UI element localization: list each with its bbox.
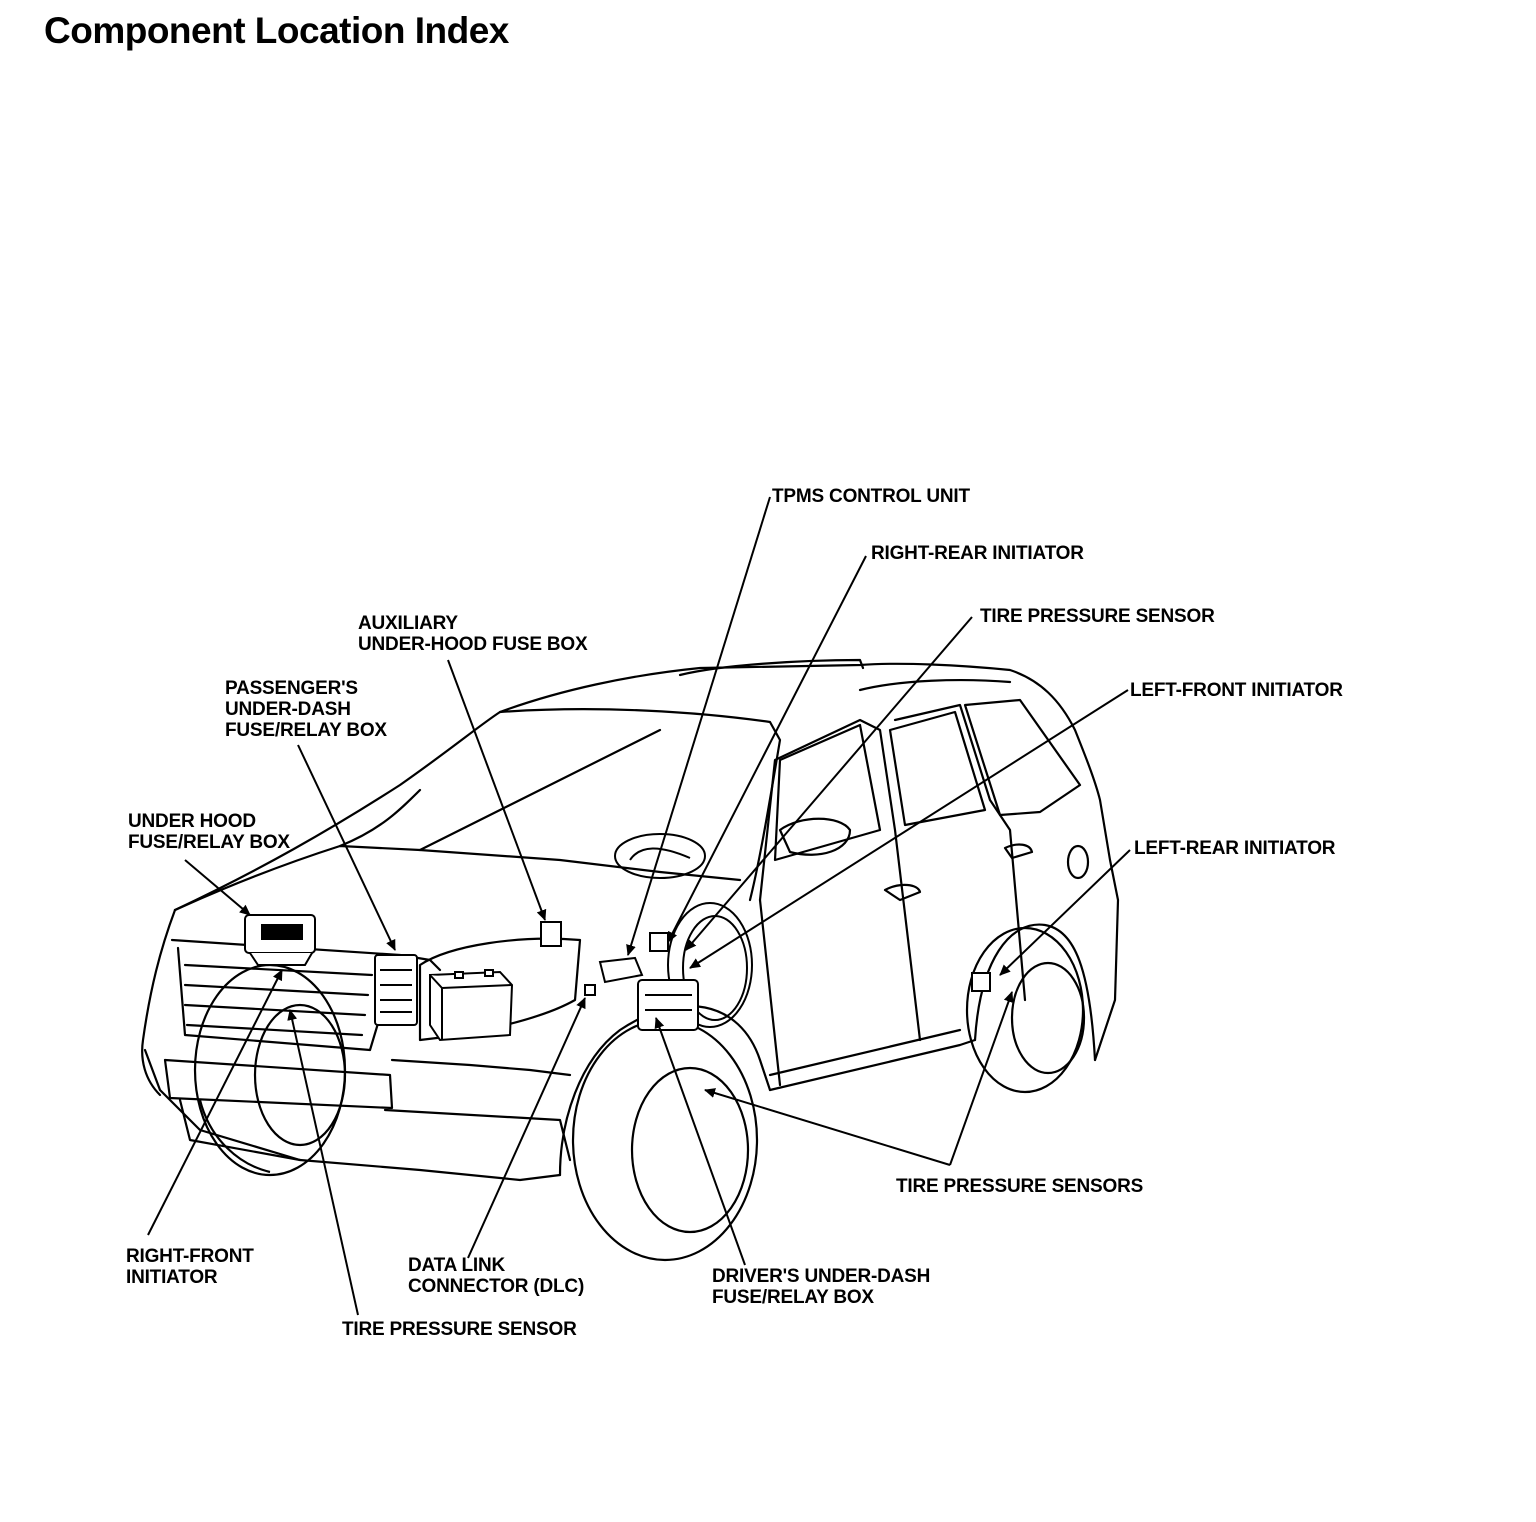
left-rear-wheel: [965, 926, 1086, 1094]
right-rear-initiator: [649, 932, 669, 952]
label-under-hood-fuse-box: UNDER HOOD FUSE/RELAY BOX: [128, 811, 290, 853]
label-left-rear-initiator: LEFT-REAR INITIATOR: [1134, 838, 1336, 859]
label-data-link-connector: DATA LINK CONNECTOR (DLC): [408, 1255, 585, 1297]
leader-lines: [147, 496, 1131, 1316]
driver-under-dash-fuse-box: [637, 979, 699, 1031]
label-tire-pressure-sensor-bottom: TIRE PRESSURE SENSOR: [342, 1319, 577, 1340]
data-link-connector: [584, 984, 596, 996]
battery: [429, 969, 514, 1042]
vehicle-body: [141, 658, 1120, 1182]
under-hood-fuse-box: [244, 914, 316, 966]
label-right-rear-initiator: RIGHT-REAR INITIATOR: [871, 543, 1084, 564]
page-title: Component Location Index: [44, 10, 509, 51]
label-passenger-under-dash-fuse-box: PASSENGER'S UNDER-DASH FUSE/RELAY BOX: [225, 678, 387, 741]
label-tpms-control-unit: TPMS CONTROL UNIT: [772, 486, 970, 507]
label-driver-under-dash-fuse-box: DRIVER'S UNDER-DASH FUSE/RELAY BOX: [712, 1266, 931, 1308]
label-tire-pressure-sensor-top: TIRE PRESSURE SENSOR: [980, 606, 1215, 627]
label-tire-pressure-sensors: TIRE PRESSURE SENSORS: [896, 1176, 1144, 1197]
label-right-front-initiator: RIGHT-FRONT INITIATOR: [126, 1246, 254, 1288]
tpms-control-unit: [598, 956, 644, 984]
auxiliary-under-hood-fuse-box: [540, 921, 562, 947]
steering-wheel: [614, 833, 706, 879]
label-left-front-initiator: LEFT-FRONT INITIATOR: [1130, 680, 1343, 701]
left-rear-initiator: [971, 972, 991, 992]
label-auxiliary-under-hood-fuse-box: AUXILIARY UNDER-HOOD FUSE BOX: [358, 613, 588, 655]
passenger-under-dash-fuse-box: [374, 954, 418, 1026]
